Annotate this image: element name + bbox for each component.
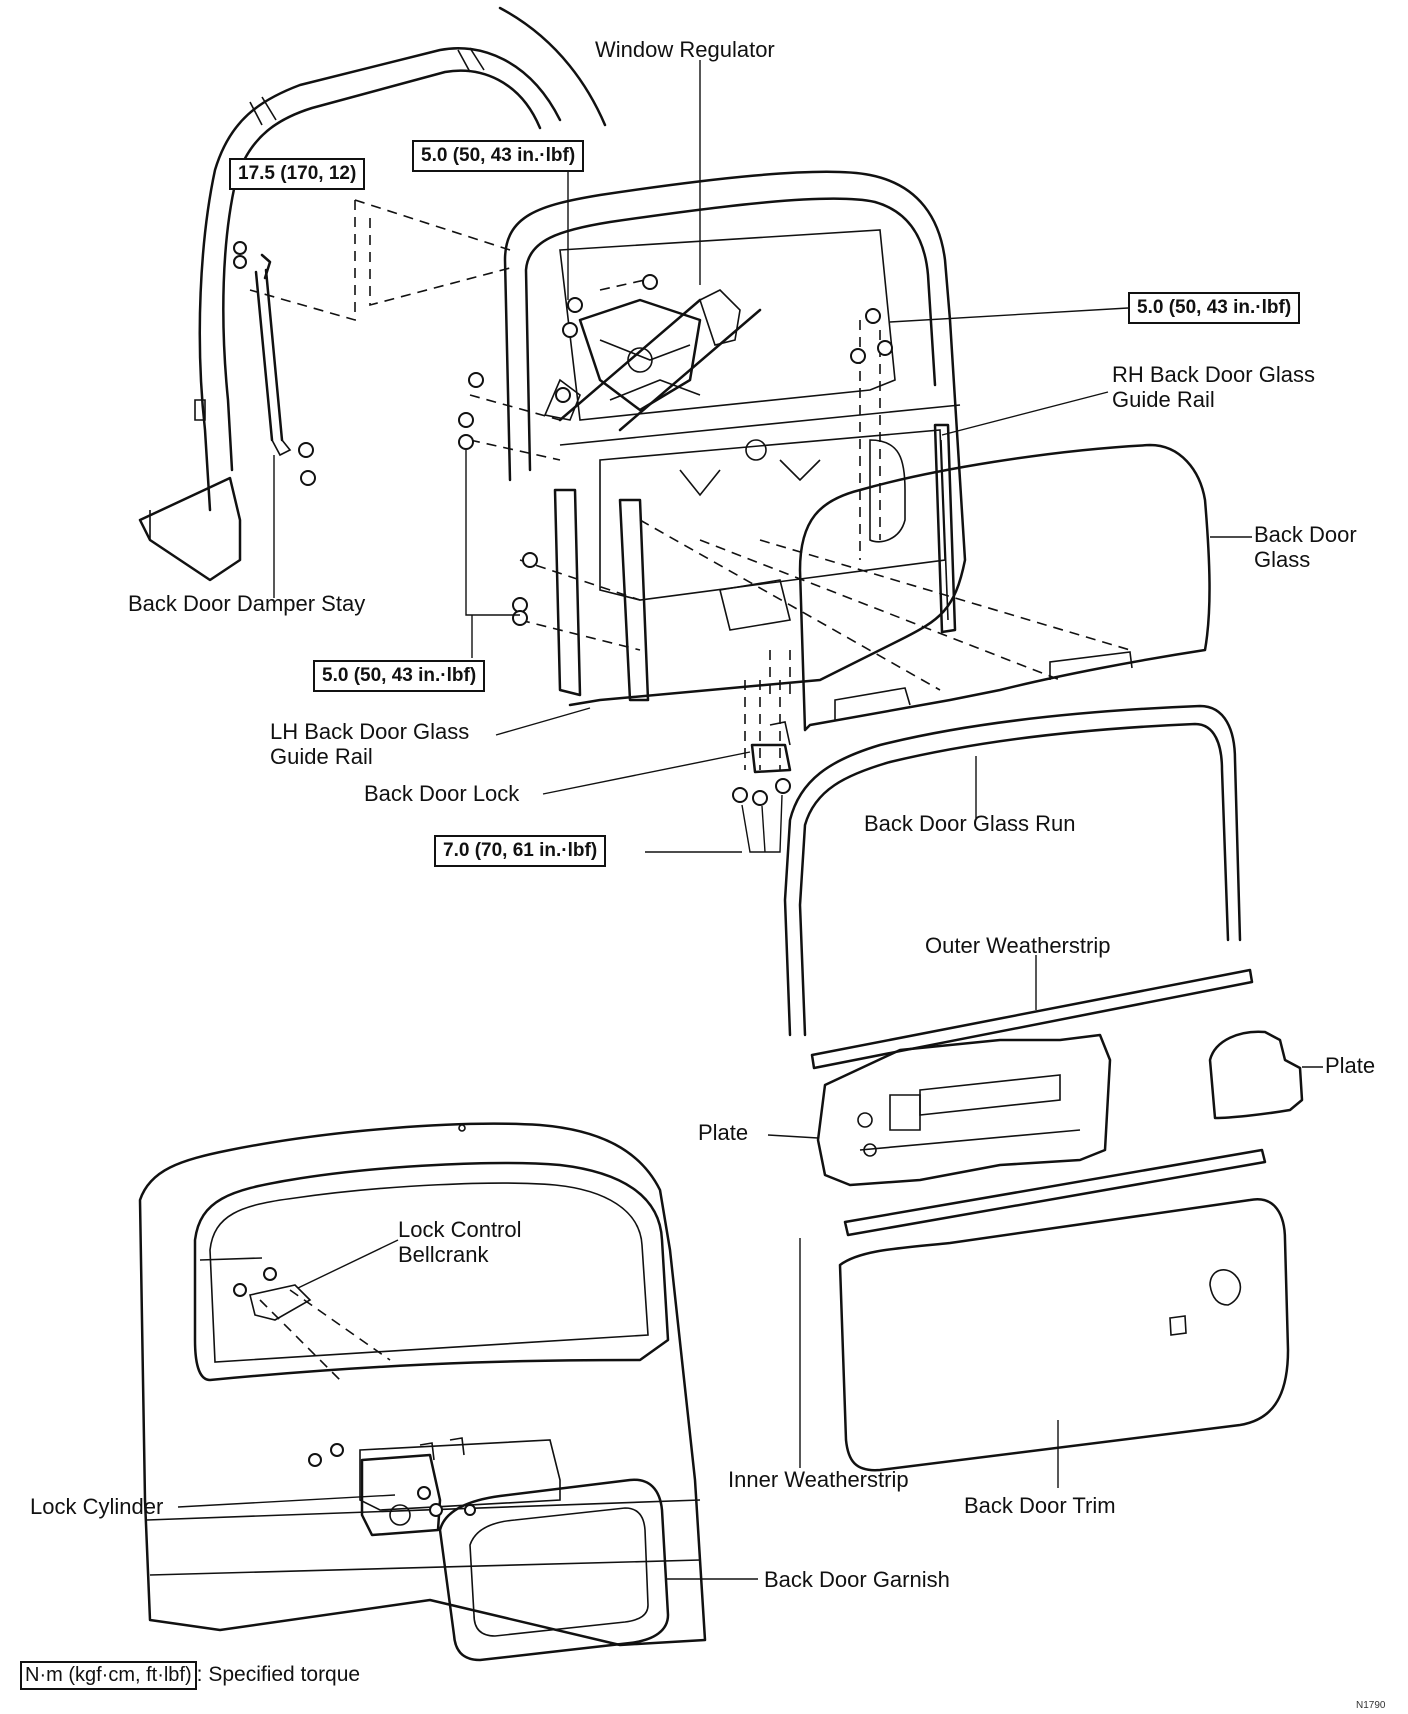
label-lock-cylinder: Lock Cylinder bbox=[30, 1494, 164, 1519]
vehicle-body-opening bbox=[138, 6, 607, 582]
assembly-dash-lines bbox=[249, 199, 1131, 770]
outer-weatherstrip-drawing bbox=[810, 968, 1254, 1070]
label-plate-left: Plate bbox=[698, 1120, 749, 1145]
torque-left-bolts: 5.0 (50, 43 in.·lbf) bbox=[313, 660, 486, 692]
label-back-door-damper-stay: Back Door Damper Stay bbox=[128, 591, 366, 616]
label-outer-weatherstrip: Outer Weatherstrip bbox=[925, 933, 1111, 958]
label-inner-weatherstrip: Inner Weatherstrip bbox=[728, 1467, 909, 1492]
damper-stay-drawing bbox=[233, 241, 316, 585]
torque-door-lock: 7.0 (70, 61 in.·lbf) bbox=[434, 835, 607, 867]
door-bolts bbox=[458, 274, 893, 626]
torque-damper-stay: 17.5 (170, 12) bbox=[229, 158, 366, 190]
back-door-outer-drawing bbox=[138, 1122, 707, 1647]
label-back-door-glass-run: Back Door Glass Run bbox=[864, 811, 1076, 836]
rh-guide-rail-drawing bbox=[933, 423, 957, 634]
torque-legend-unit: N·m (kgf·cm, ft·lbf) bbox=[20, 1661, 197, 1690]
label-back-door-lock: Back Door Lock bbox=[364, 781, 520, 806]
label-lh-guide-rail-line1: LH Back Door Glass bbox=[270, 719, 470, 744]
label-window-regulator: Window Regulator bbox=[595, 37, 775, 62]
inner-weatherstrip-drawing bbox=[843, 1148, 1267, 1237]
back-door-panel-drawing bbox=[503, 170, 967, 707]
label-lh-guide-rail-line2: Guide Rail bbox=[270, 744, 373, 769]
window-regulator-drawing bbox=[543, 289, 762, 432]
label-lock-control-bellcrank-line1: Lock Control bbox=[398, 1217, 522, 1242]
label-back-door-garnish: Back Door Garnish bbox=[764, 1567, 950, 1592]
back-door-garnish-drawing bbox=[438, 1478, 670, 1662]
label-plate-right: Plate bbox=[1325, 1053, 1376, 1078]
back-door-lock-drawing bbox=[732, 721, 792, 853]
label-lock-control-bellcrank-line2: Bellcrank bbox=[398, 1242, 489, 1267]
lock-cylinder-drawing bbox=[308, 1437, 465, 1537]
plate-left-drawing bbox=[816, 1033, 1112, 1187]
figure-reference: N1790 bbox=[1356, 1700, 1386, 1711]
label-back-door-trim: Back Door Trim bbox=[964, 1493, 1116, 1518]
torque-regulator-upper: 5.0 (50, 43 in.·lbf) bbox=[412, 140, 585, 172]
label-back-door-glass-line2: Glass bbox=[1254, 547, 1311, 572]
torque-legend: N·m (kgf·cm, ft·lbf): Specified torque bbox=[20, 1661, 360, 1690]
label-back-door-glass-line1: Back Door bbox=[1254, 522, 1357, 547]
torque-legend-text: : Specified torque bbox=[196, 1663, 361, 1686]
torque-right-bolts: 5.0 (50, 43 in.·lbf) bbox=[1128, 292, 1301, 324]
back-door-glass-drawing bbox=[798, 443, 1211, 732]
back-door-trim-drawing bbox=[838, 1197, 1290, 1472]
label-rh-guide-rail-line1: RH Back Door Glass bbox=[1112, 362, 1315, 387]
plate-right-drawing bbox=[1208, 1030, 1304, 1120]
glass-run-drawing bbox=[783, 704, 1242, 1037]
leader-lines bbox=[177, 60, 1323, 1580]
label-rh-guide-rail-line2: Guide Rail bbox=[1112, 387, 1215, 412]
